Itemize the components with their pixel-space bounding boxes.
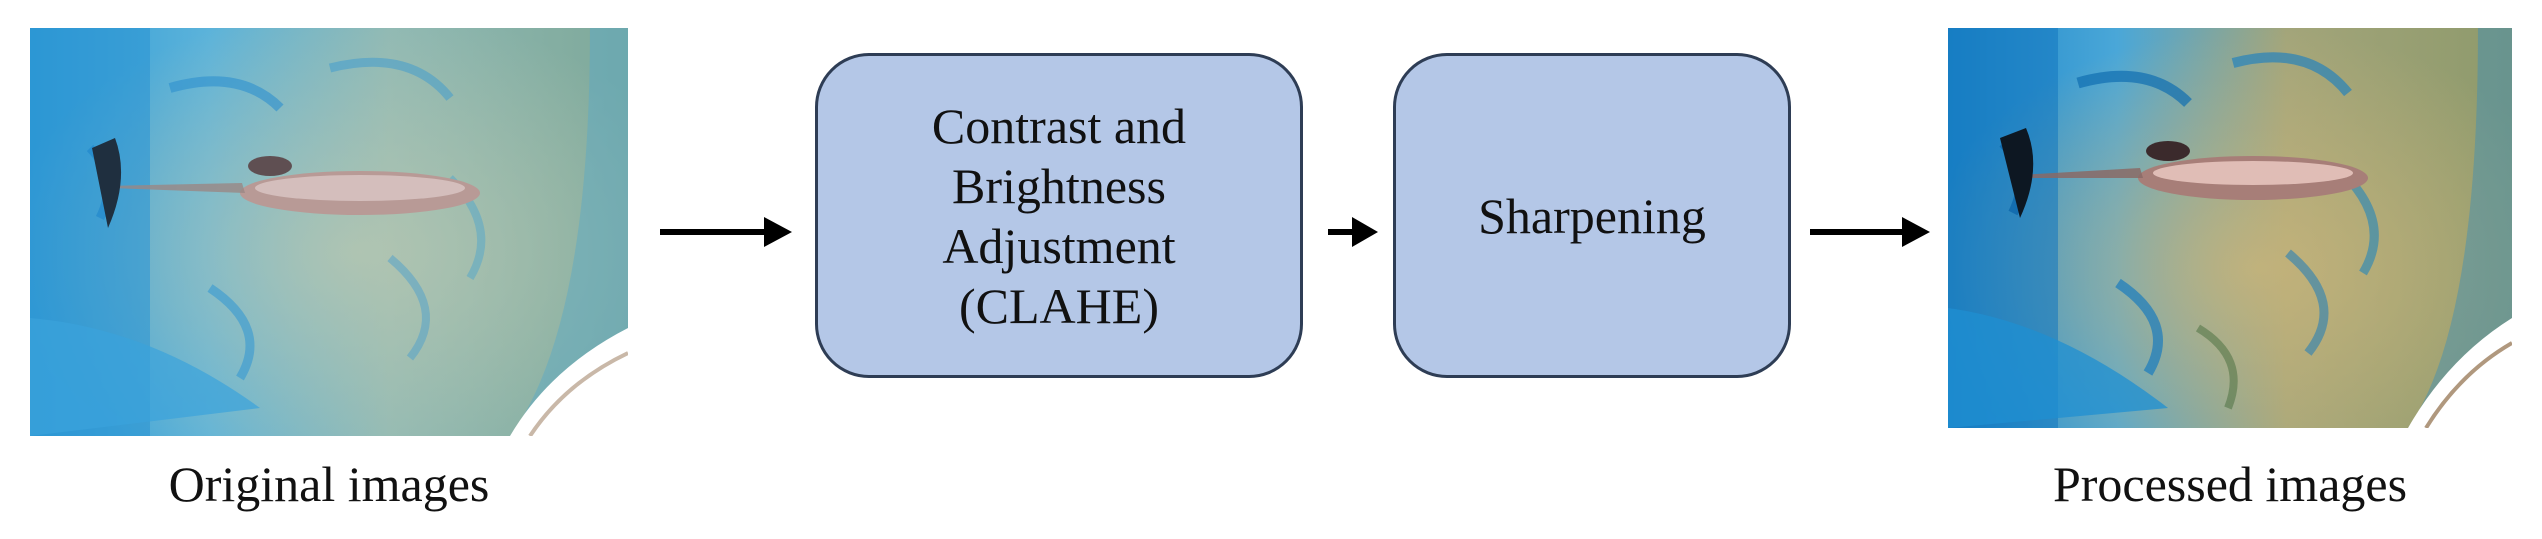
processed-photo-graphic: [1948, 28, 2512, 428]
arrow-right-icon: [1810, 217, 1930, 247]
caption-original-images: Original images: [168, 456, 490, 512]
arrow-to-sharpening: [1328, 217, 1378, 247]
caption-processed-images: Processed images: [2052, 456, 2408, 512]
sharpening-step-label: Sharpening: [1478, 187, 1706, 244]
sharpening-step-box: Sharpening: [1393, 53, 1791, 378]
arrow-to-clahe: [660, 217, 792, 247]
clahe-step-box: Contrast and Brightness Adjustment (CLAH…: [815, 53, 1303, 378]
original-dolphin-image: [30, 28, 628, 436]
clahe-step-label: Contrast and Brightness Adjustment (CLAH…: [931, 97, 1187, 334]
arrow-right-icon: [660, 217, 792, 247]
arrow-right-icon: [1328, 217, 1378, 247]
original-photo-graphic: [30, 28, 628, 436]
arrow-to-processed: [1810, 217, 1930, 247]
processed-dolphin-image: [1948, 28, 2512, 428]
